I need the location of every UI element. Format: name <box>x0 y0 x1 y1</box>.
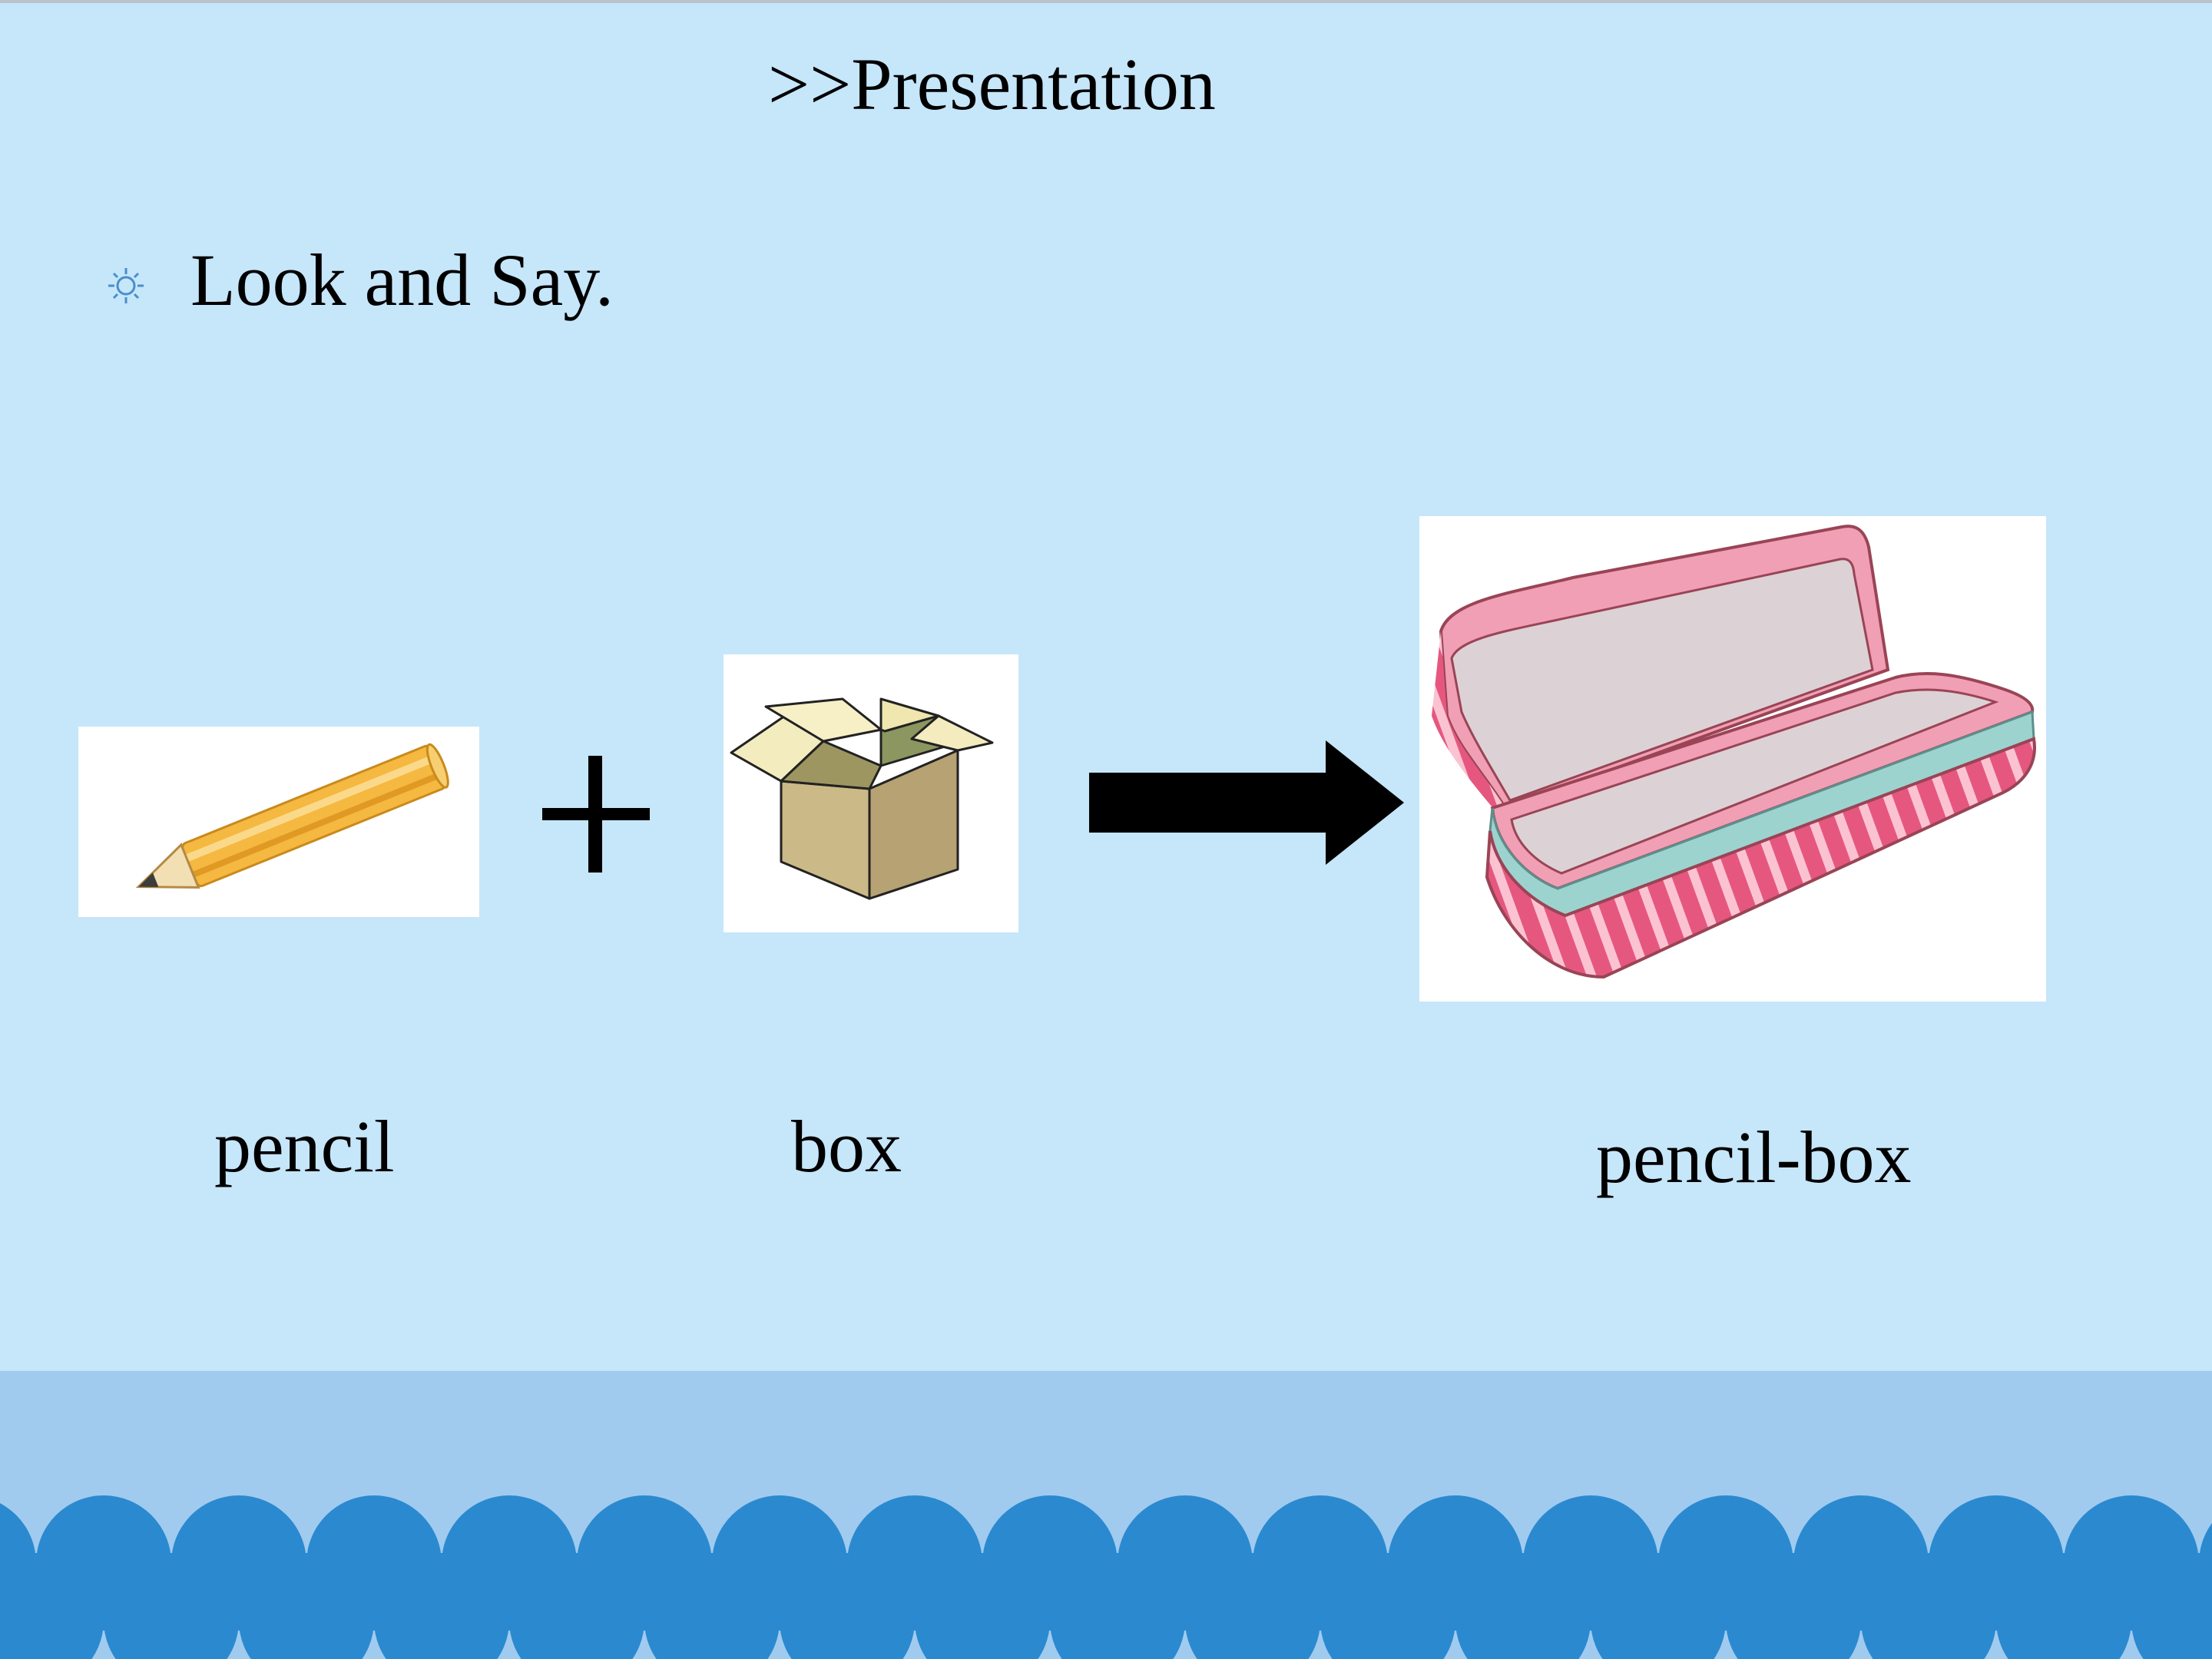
top-rule <box>0 0 2212 3</box>
wave-scallop <box>780 1553 915 1659</box>
wave-scallop <box>1861 1553 1996 1659</box>
word-box: box <box>791 1105 902 1187</box>
sun-bullet-icon <box>108 268 144 303</box>
wave-scallop <box>1050 1553 1185 1659</box>
arrow-right-icon <box>1089 740 1404 865</box>
pencil-case-image <box>1419 516 2046 1002</box>
plus-icon <box>542 756 650 873</box>
slide-title: >>Presentation <box>768 43 1216 125</box>
wave-scallop <box>374 1553 509 1659</box>
wave-scallop <box>915 1553 1050 1659</box>
wave-scallop <box>509 1553 644 1659</box>
wave-scallop <box>1996 1553 2131 1659</box>
scallop-wave-decoration <box>0 1495 2212 1659</box>
wave-scallop <box>1185 1553 1320 1659</box>
wave-scallop <box>1455 1553 1591 1659</box>
wave-scallop <box>1726 1553 1861 1659</box>
instruction-text: Look and Say. <box>190 239 614 321</box>
wave-scallop <box>104 1553 239 1659</box>
word-pencil: pencil <box>214 1105 395 1187</box>
wave-scallop <box>1320 1553 1455 1659</box>
wave-scallop <box>644 1553 780 1659</box>
word-pencil-box: pencil-box <box>1596 1116 1912 1198</box>
box-image <box>724 654 1018 932</box>
pencil-image <box>78 727 479 917</box>
wave-scallop <box>0 1553 104 1659</box>
wave-scallop <box>2131 1553 2212 1659</box>
wave-scallop <box>239 1553 374 1659</box>
wave-scallop <box>1591 1553 1726 1659</box>
